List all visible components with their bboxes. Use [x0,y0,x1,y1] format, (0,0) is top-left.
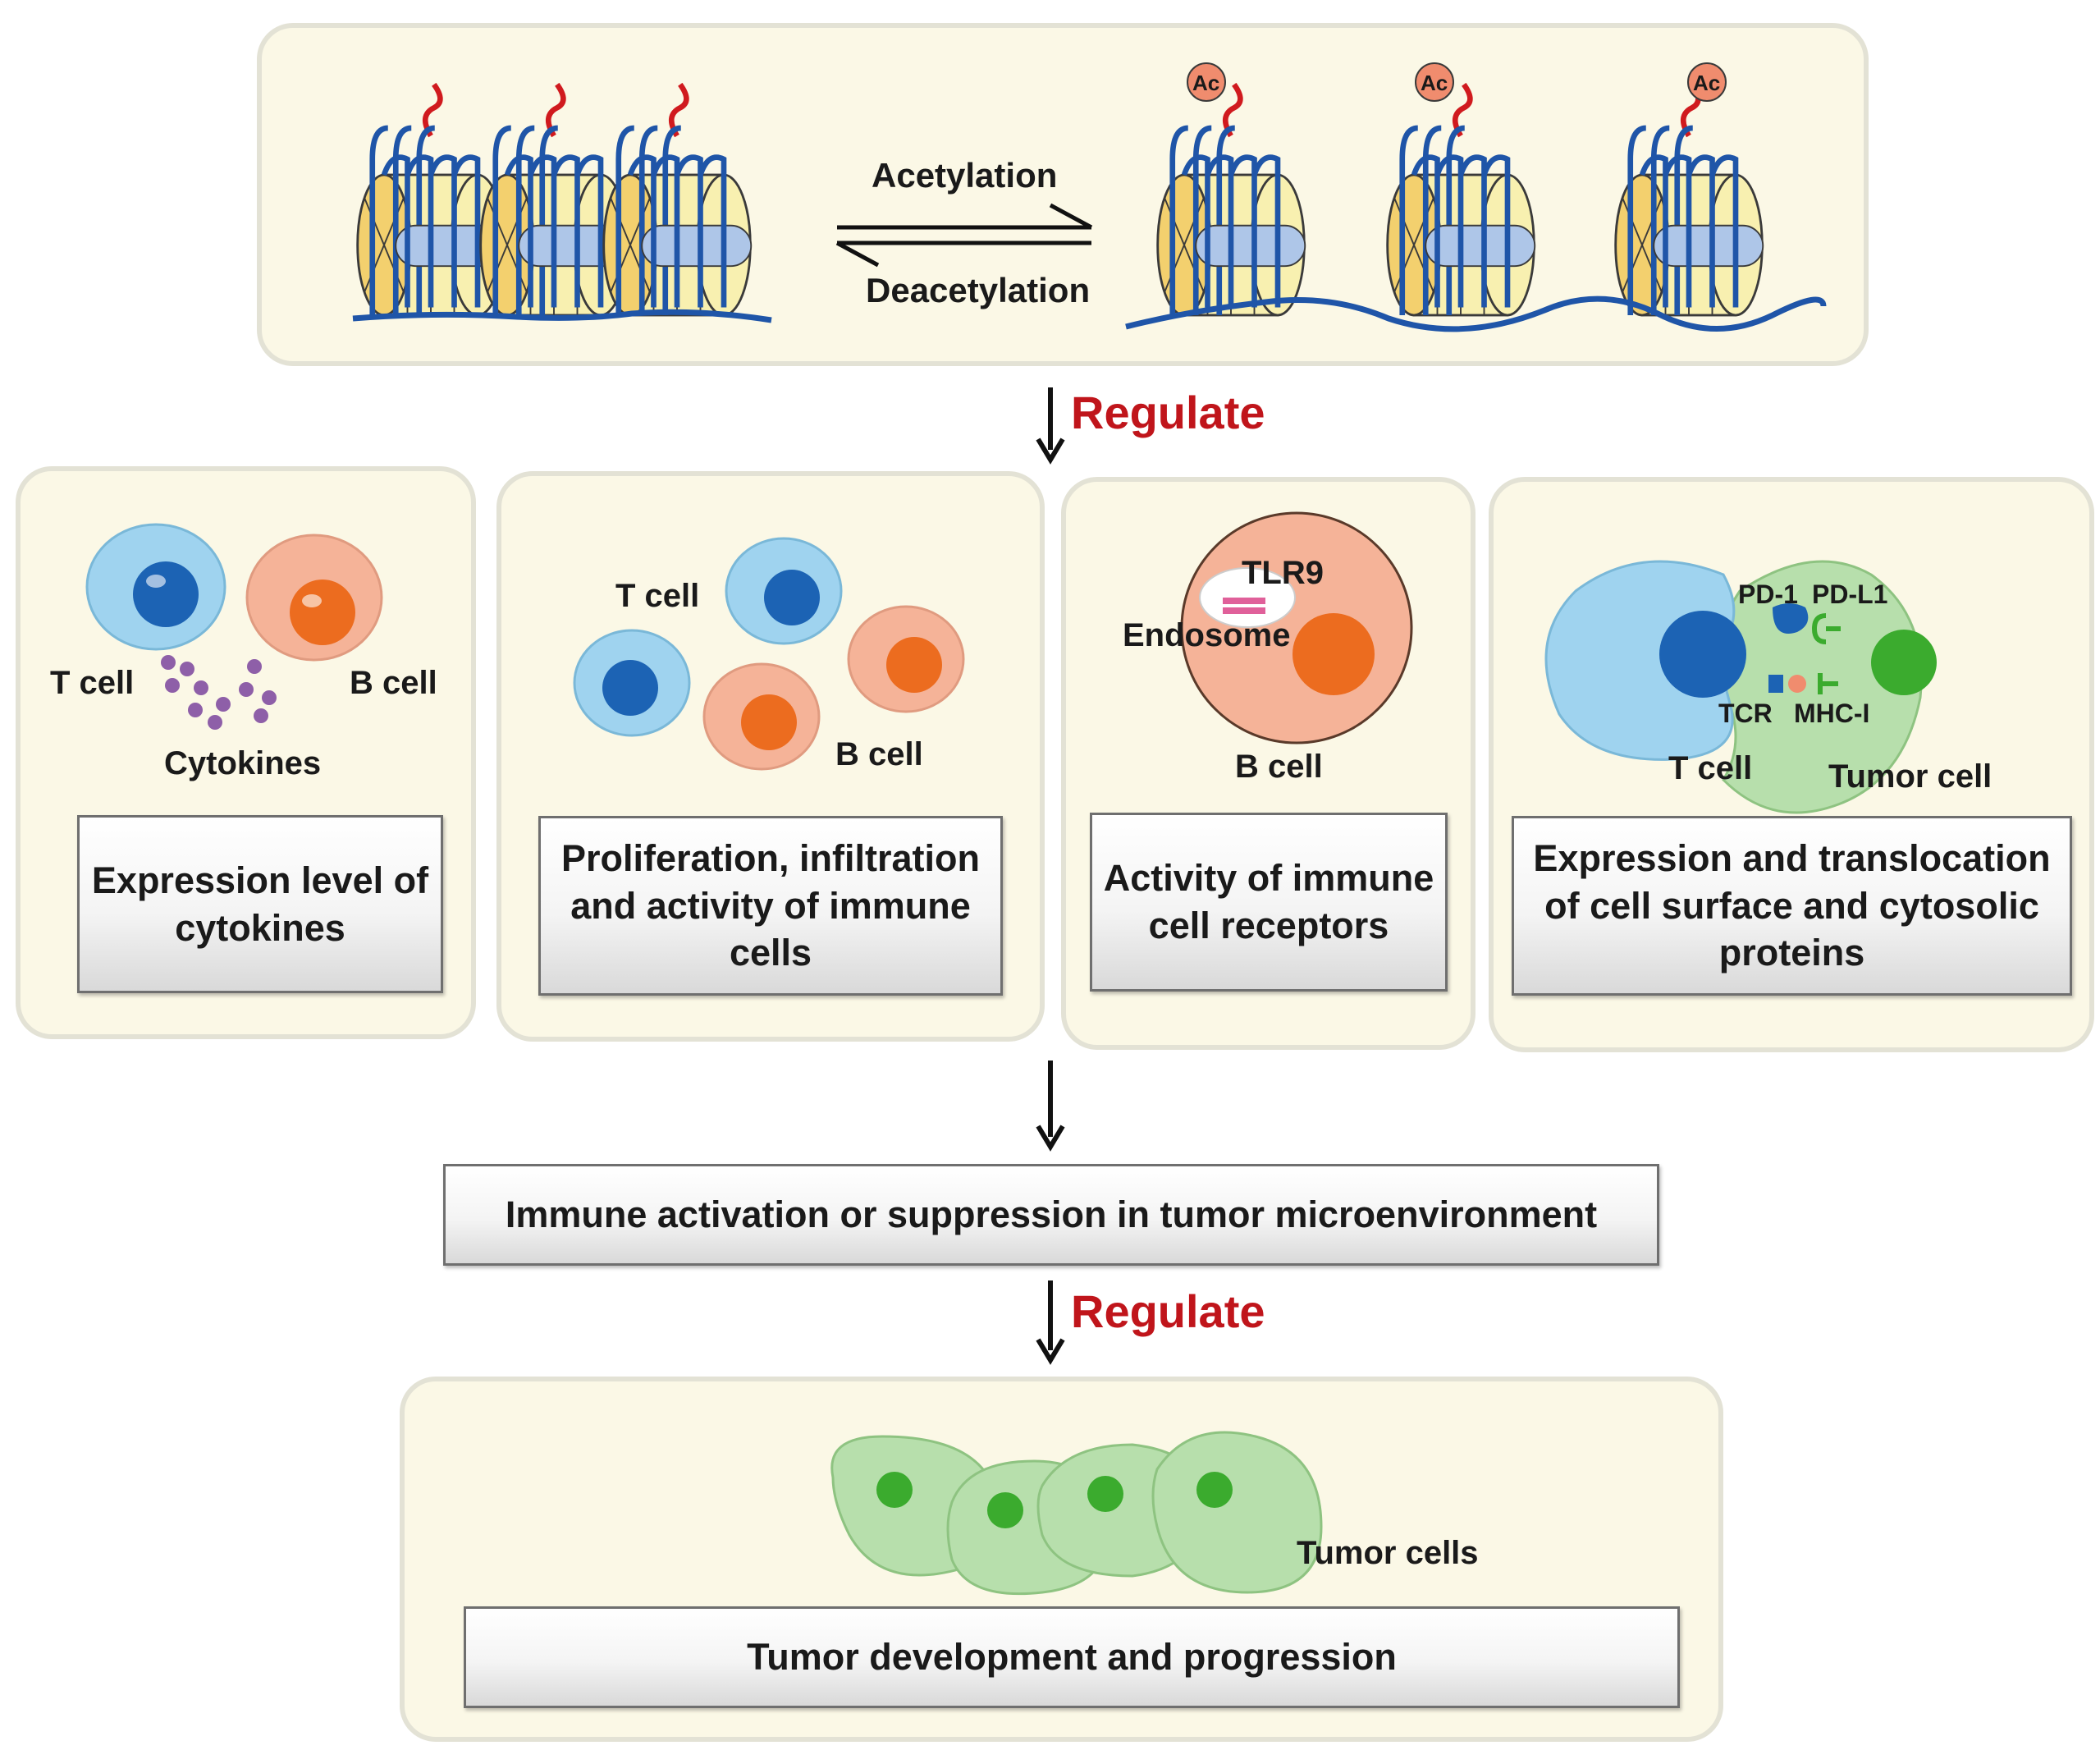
acetyl-tag-label: Ac [1192,71,1220,95]
acetylated-nucleosome-3 [1616,85,1764,315]
down-arrow-1 [1036,387,1065,465]
t-cell-icon [573,629,691,737]
endosome-icon [1199,567,1296,628]
endosome-label: Endosome [1123,617,1291,653]
acetylated-nucleosome-1 [1158,85,1306,315]
condensed-nucleosome-3 [604,85,752,315]
tumor-cell-label: Tumor cell [1828,758,1992,795]
b-cell-label: B cell [350,665,437,701]
regulate-label: Regulate [1071,1285,1265,1337]
t-cell-label: T cell [50,665,135,701]
tlr9-label: TLR9 [1242,555,1324,591]
condensed-nucleosome-1 [358,85,506,315]
pd1-receptor-icon [1773,603,1809,634]
cytokine-dots-icon [161,655,277,730]
tumor-caption-box: Tumor development and progression [464,1606,1680,1708]
t-cell-label: T cell [615,578,700,614]
regulate-label: Regulate [1071,387,1265,438]
down-arrow-2 [1036,1061,1065,1152]
receptor-caption-box: Activity of immune cell receptors [1090,813,1448,992]
acetyl-tag-2 [1415,62,1454,102]
protein-caption-box: Expression and translocation of cell sur… [1512,816,2072,996]
t-cell-icon [1544,560,1746,761]
acetyl-tag-1 [1187,62,1226,102]
equilibrium-arrows [835,203,1093,268]
tumor-cells-label: Tumor cells [1297,1535,1479,1571]
tumor-cell-icon [1151,1431,1323,1594]
condensed-nucleosome-2 [481,85,629,315]
microenvironment-box: Immune activation or suppression in tumo… [443,1164,1659,1266]
tcr-label: TCR [1718,699,1773,728]
pdl1-ligand-icon [1811,613,1841,644]
acetyl-tag-label: Ac [1693,71,1721,95]
relaxed-dna-strand [1125,295,1827,332]
down-arrow-3 [1036,1280,1065,1365]
pdl1-label: PD-L1 [1812,580,1888,609]
cytokines-label: Cytokines [164,745,322,781]
b-cell-label: B cell [1235,749,1323,785]
acetyl-tag-label: Ac [1421,71,1448,95]
b-cell-icon [702,662,821,771]
acetylated-nucleosome-2 [1388,85,1535,315]
deacetylation-label: Deacetylation [866,271,1091,309]
proliferation-caption-box: Proliferation, infiltration and activity… [538,816,1003,996]
t-cell-label: T cell [1668,750,1753,786]
condensed-dna-strand [352,309,772,323]
b-cell-label: B cell [835,736,923,772]
mhc-molecule-icon [1818,673,1838,694]
cytokine-caption-box: Expression level of cytokines [77,815,443,993]
b-cell-icon [847,605,965,713]
b-cell-icon [245,534,383,662]
acetyl-tag-3 [1687,62,1727,102]
t-cell-icon [85,523,226,651]
pd1-label: PD-1 [1738,580,1798,609]
acetylation-label: Acetylation [872,156,1058,195]
t-cell-icon [725,537,843,645]
tcr-receptor-icon [1768,675,1806,693]
mhc-label: MHC-I [1794,699,1870,728]
